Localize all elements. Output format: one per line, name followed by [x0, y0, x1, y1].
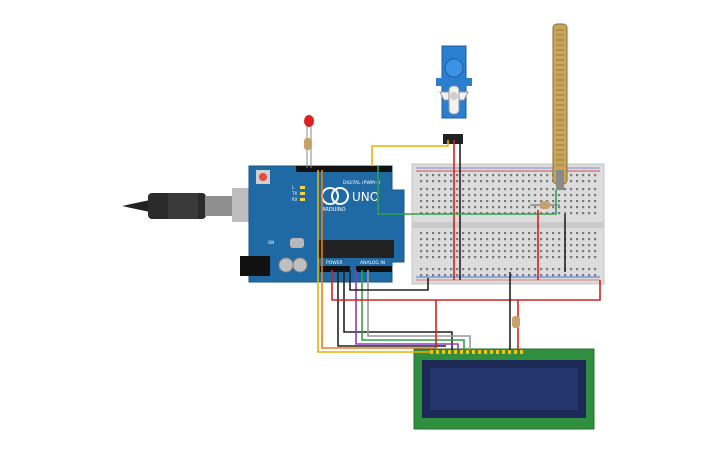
power-header[interactable]	[320, 266, 350, 272]
breadboard-holes[interactable]	[420, 174, 597, 277]
servo-connector[interactable]	[443, 134, 463, 144]
wires[interactable]	[317, 140, 601, 353]
lcd-16x2[interactable]	[413, 348, 595, 430]
micro-servo[interactable]	[436, 45, 472, 144]
capacitor	[292, 257, 308, 273]
lcd-wire-yellow	[317, 170, 432, 353]
analog-header[interactable]	[356, 266, 392, 272]
tx-label: TX	[291, 191, 297, 196]
flex-green-wire	[377, 166, 557, 215]
power-red-wire	[331, 270, 601, 301]
led-resistor[interactable]	[304, 138, 312, 150]
power-pins-label: POWER	[326, 260, 343, 266]
l-label: L	[292, 185, 295, 190]
lcd-wire-gray	[367, 270, 471, 350]
arduino-model-text: UNO	[352, 190, 379, 204]
on-label: ON	[268, 240, 274, 245]
digital-header[interactable]	[296, 166, 392, 172]
flex-sensor[interactable]	[552, 23, 568, 190]
rx-label: RX	[292, 197, 298, 202]
lcd-wire-black-2	[343, 270, 453, 350]
ground-black-wire	[349, 270, 429, 291]
analog-pins-label: ANALOG IN	[360, 260, 385, 266]
usb-cable[interactable]	[122, 188, 256, 222]
servo-signal-wire	[371, 140, 449, 166]
power-jack[interactable]	[240, 256, 270, 276]
lcd-wire-green	[361, 270, 465, 350]
lcd-wire-black-1	[337, 270, 446, 347]
lcd-wire-purple	[355, 270, 459, 350]
arduino-logo-text: ARDUINO	[322, 207, 346, 213]
atmega-chip	[318, 240, 394, 258]
digital-pins-label: DIGITAL (PWM~)	[343, 180, 381, 186]
lcd-wire-orange	[321, 170, 436, 349]
capacitor	[278, 257, 294, 273]
breadboard[interactable]	[411, 163, 605, 285]
